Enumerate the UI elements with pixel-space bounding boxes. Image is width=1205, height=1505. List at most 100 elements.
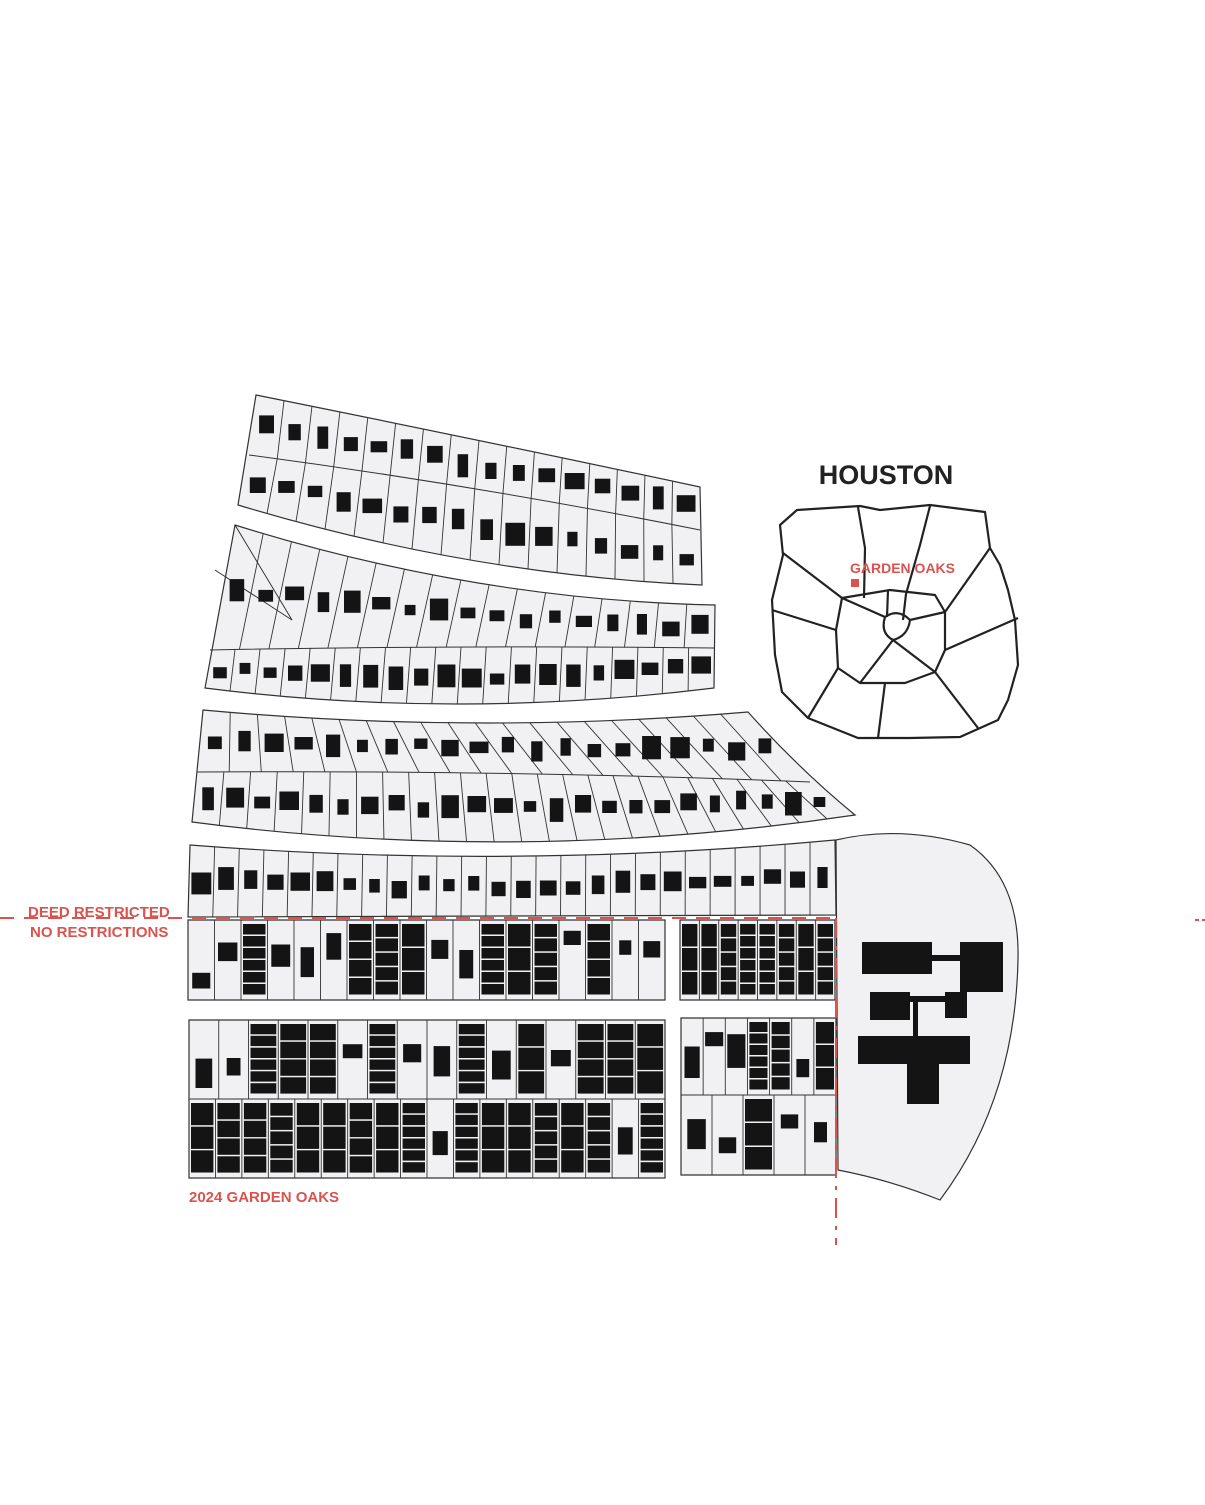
building bbox=[758, 738, 772, 754]
no-restrictions-label: NO RESTRICTIONS bbox=[30, 924, 168, 941]
building bbox=[709, 795, 720, 813]
lot-line bbox=[637, 776, 661, 837]
lot-line bbox=[610, 647, 614, 699]
lot-line bbox=[261, 850, 265, 917]
building bbox=[682, 972, 698, 995]
building bbox=[740, 960, 756, 971]
building bbox=[763, 869, 782, 884]
map-caption: 2024 GARDEN OAKS bbox=[189, 1189, 339, 1206]
building bbox=[349, 960, 372, 977]
building bbox=[587, 1103, 611, 1116]
lot-line bbox=[594, 598, 603, 648]
building bbox=[740, 948, 756, 959]
building bbox=[676, 495, 696, 512]
building bbox=[593, 665, 605, 681]
building bbox=[575, 615, 592, 627]
building bbox=[296, 1103, 320, 1126]
building bbox=[217, 1156, 240, 1173]
building bbox=[229, 579, 245, 602]
building bbox=[326, 933, 342, 960]
building bbox=[713, 875, 732, 887]
building bbox=[561, 1150, 584, 1173]
building bbox=[485, 462, 497, 479]
building bbox=[771, 1022, 790, 1035]
lot-line bbox=[355, 647, 361, 702]
building bbox=[607, 1059, 634, 1076]
building bbox=[226, 787, 245, 808]
building bbox=[640, 1103, 663, 1114]
lot-line bbox=[311, 852, 314, 917]
building bbox=[357, 739, 368, 753]
block-2 bbox=[204, 524, 716, 705]
building bbox=[607, 1024, 634, 1041]
building bbox=[375, 924, 398, 937]
building bbox=[534, 1103, 558, 1116]
building bbox=[740, 984, 756, 995]
building bbox=[749, 1033, 768, 1044]
building bbox=[213, 667, 227, 679]
building bbox=[310, 1059, 336, 1076]
building bbox=[310, 1024, 336, 1041]
building bbox=[278, 481, 295, 493]
building bbox=[759, 984, 775, 995]
building bbox=[489, 673, 505, 685]
lot-line bbox=[558, 646, 563, 702]
building bbox=[519, 614, 533, 629]
building bbox=[369, 1024, 396, 1035]
building bbox=[372, 597, 391, 610]
lot-line bbox=[380, 647, 386, 703]
building bbox=[652, 486, 664, 510]
building bbox=[564, 473, 585, 490]
building bbox=[759, 948, 775, 959]
building bbox=[587, 1117, 611, 1130]
building bbox=[587, 1145, 611, 1159]
lot-line bbox=[511, 773, 523, 842]
building bbox=[749, 1079, 768, 1090]
building bbox=[518, 1024, 545, 1047]
building bbox=[771, 1049, 790, 1062]
building bbox=[458, 1083, 485, 1094]
lot-line bbox=[736, 778, 772, 827]
building bbox=[491, 881, 506, 897]
building bbox=[518, 1047, 545, 1070]
building bbox=[538, 468, 556, 483]
building bbox=[455, 1126, 478, 1137]
building bbox=[418, 875, 430, 891]
building bbox=[323, 1103, 346, 1126]
building bbox=[720, 938, 737, 952]
lot-line bbox=[417, 428, 424, 480]
building bbox=[369, 1035, 396, 1047]
building bbox=[217, 1120, 240, 1138]
building bbox=[667, 659, 684, 674]
building bbox=[577, 1041, 604, 1059]
building bbox=[285, 586, 305, 601]
building bbox=[494, 798, 513, 813]
building bbox=[535, 526, 553, 546]
building bbox=[243, 936, 266, 947]
building bbox=[243, 1138, 267, 1155]
lot-line bbox=[643, 475, 646, 519]
building bbox=[468, 876, 480, 891]
lot-line bbox=[356, 562, 377, 648]
lot-line bbox=[382, 475, 391, 543]
building bbox=[684, 1046, 700, 1078]
building bbox=[759, 936, 775, 947]
building bbox=[481, 1103, 505, 1126]
building bbox=[549, 610, 561, 623]
building bbox=[778, 981, 795, 995]
building bbox=[798, 972, 814, 995]
building bbox=[270, 1103, 293, 1116]
building bbox=[534, 1131, 558, 1145]
building bbox=[339, 664, 352, 687]
lot-line bbox=[273, 771, 278, 832]
lot-line bbox=[687, 777, 717, 833]
building bbox=[817, 924, 833, 937]
building bbox=[771, 1063, 790, 1076]
lot-line bbox=[530, 451, 535, 499]
building bbox=[602, 800, 617, 813]
building bbox=[370, 441, 388, 453]
building bbox=[458, 1047, 485, 1058]
lot-line bbox=[256, 714, 262, 772]
building bbox=[243, 948, 266, 959]
building bbox=[815, 1045, 834, 1067]
